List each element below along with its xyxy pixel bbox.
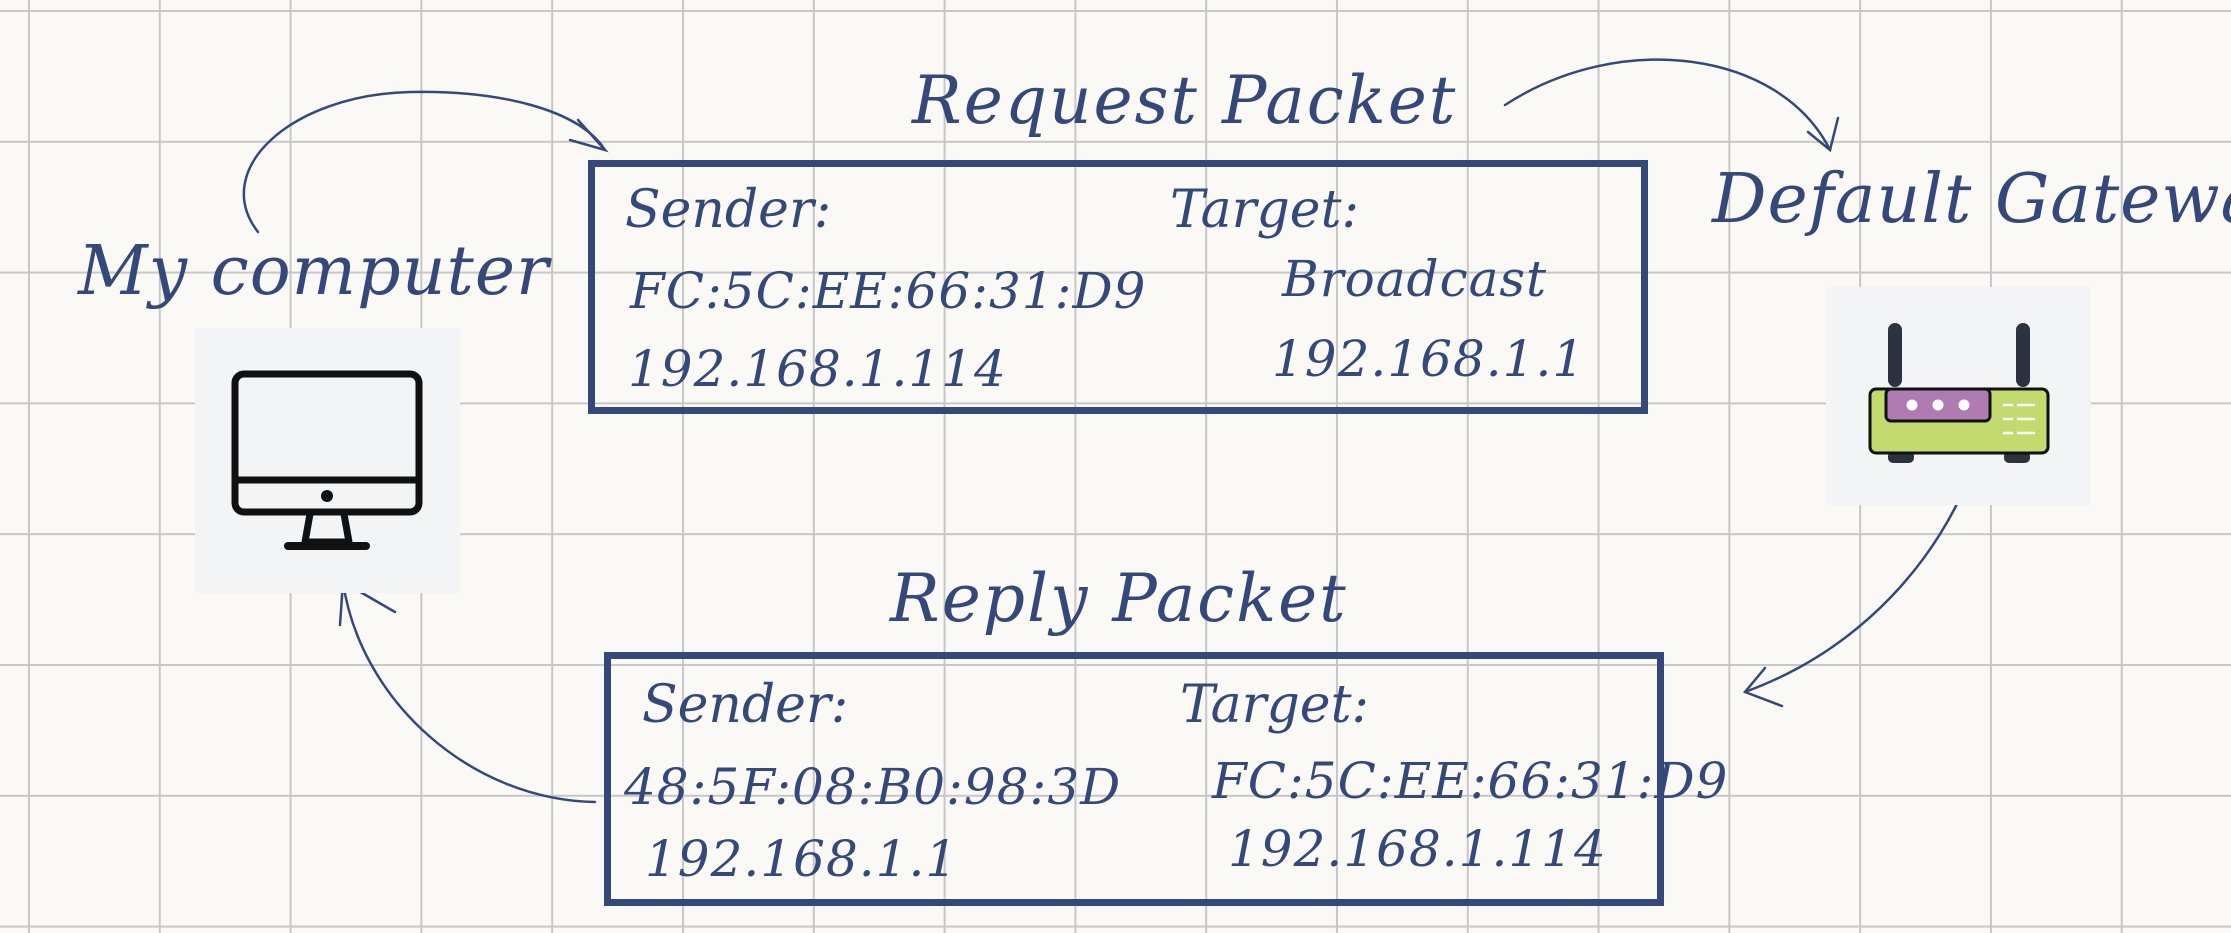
reply-packet-title: Reply Packet [890,560,1348,637]
reply-sender-label: Sender: [642,675,849,735]
reply-target-ip: 192.168.1.114 [1228,820,1607,878]
reply-target-mac: FC:5C:EE:66:31:D9 [1212,752,1729,810]
request-packet-title: Request Packet [912,62,1458,139]
arrow-computer-to-request [242,90,607,234]
arrow-request-to-gateway [1503,58,1832,152]
request-target-label: Target: [1170,180,1359,240]
arrow-reply-to-computer [341,580,597,804]
arrowhead-request-to-gateway [1806,116,1840,153]
router-icon [1868,323,2050,463]
arrowhead-computer-to-request [568,118,609,153]
gateway-label: Default Gateway [1712,160,2231,239]
request-target-mac: Broadcast [1282,250,1548,308]
arrowhead-gateway-to-reply [1742,666,1784,708]
request-packet-box [588,160,1648,414]
request-sender-label: Sender: [625,180,832,240]
request-sender-mac: FC:5C:EE:66:31:D9 [630,262,1147,320]
reply-sender-ip: 192.168.1.1 [645,830,959,888]
reply-target-label: Target: [1180,675,1369,735]
request-sender-ip: 192.168.1.114 [628,340,1007,398]
router-icon-tile [1826,287,2091,505]
computer-label: My computer [78,232,550,311]
reply-sender-mac: 48:5F:08:B0:98:3D [624,758,1122,816]
reply-packet-box [604,652,1664,906]
computer-icon-tile [195,328,460,593]
desktop-computer-icon [231,370,423,550]
request-target-ip: 192.168.1.1 [1272,330,1586,388]
